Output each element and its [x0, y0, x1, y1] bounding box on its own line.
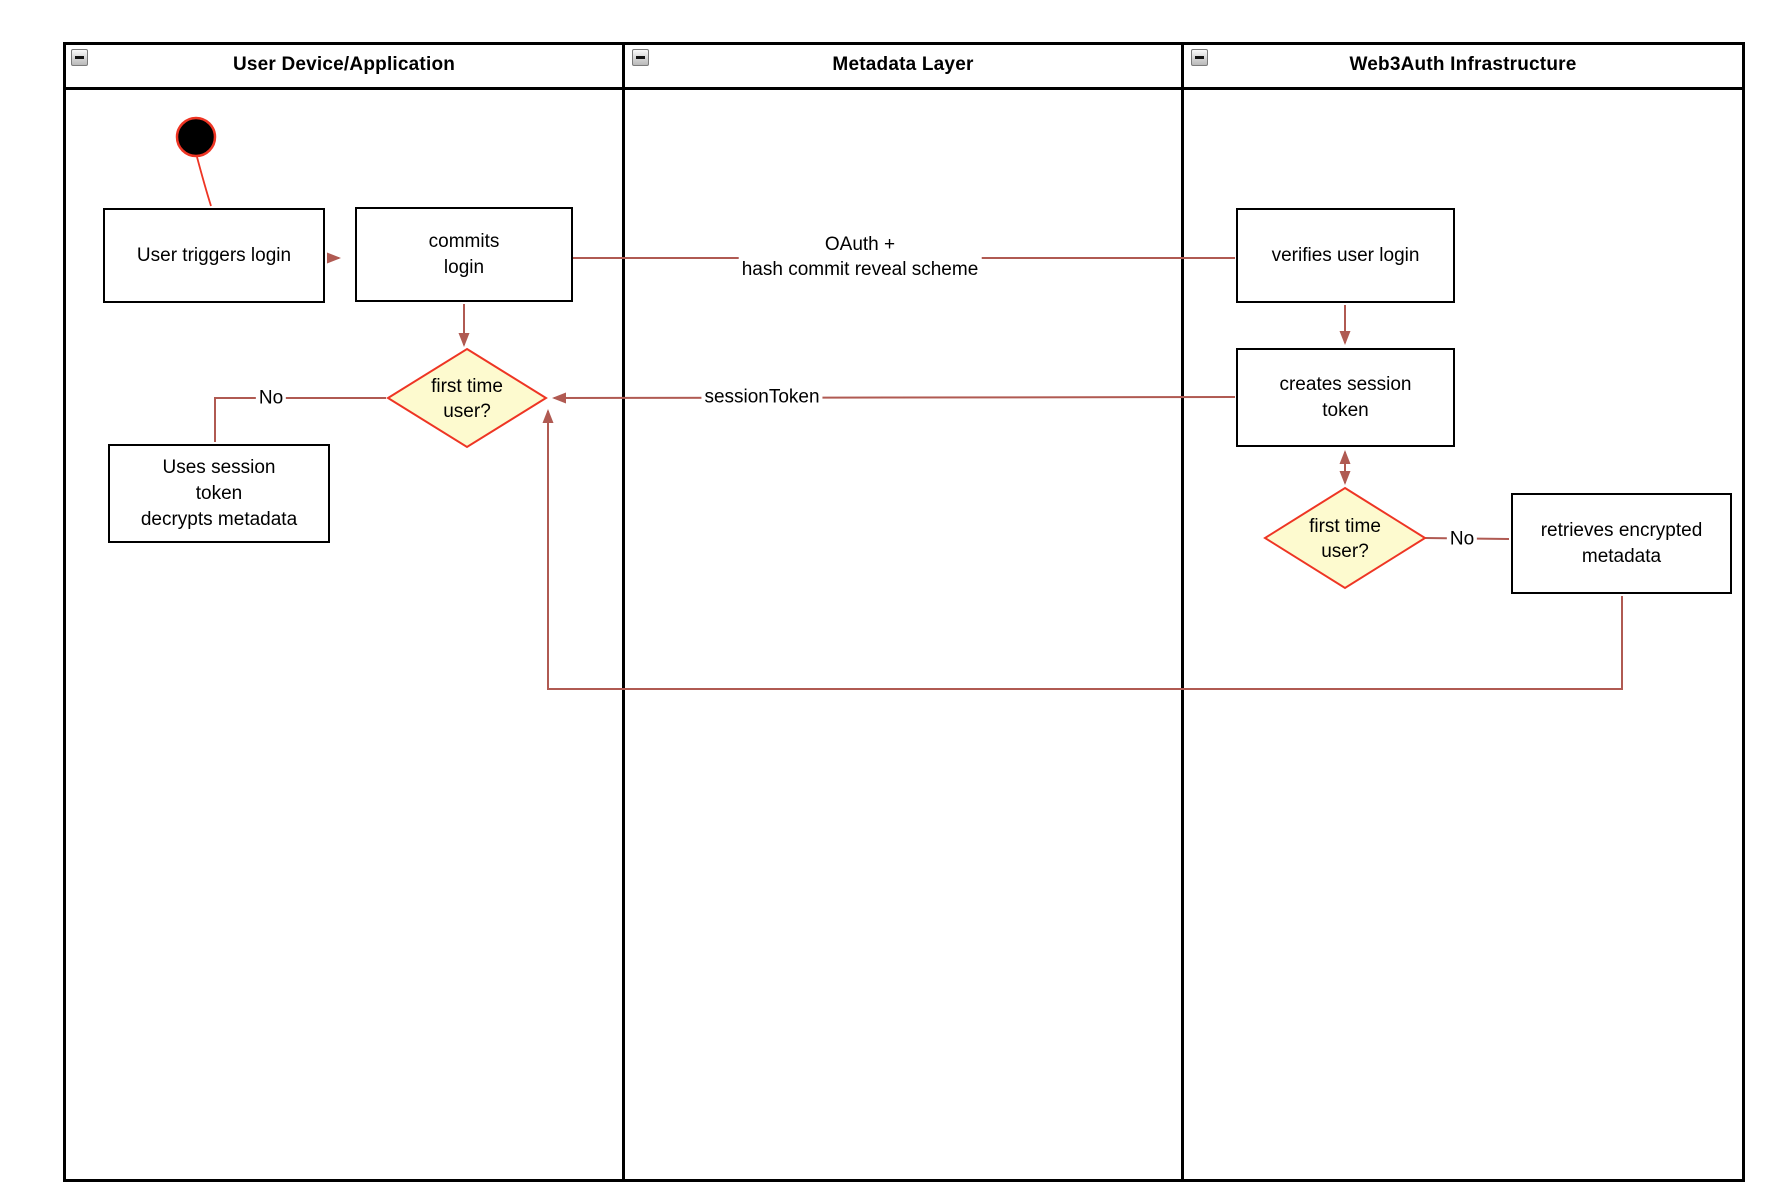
edge-label-no-device: No: [255, 385, 287, 411]
lane-divider-1: [622, 42, 625, 1182]
node-creates-session-token[interactable]: creates session token: [1236, 348, 1455, 447]
edge-label-session-token: sessionToken: [701, 384, 823, 410]
edge-label-oauth: OAuth + hash commit reveal scheme: [738, 232, 982, 282]
edge-session-token[interactable]: [552, 392, 1236, 404]
edge-return-metadata[interactable]: [542, 409, 1623, 690]
collapse-icon[interactable]: [1191, 49, 1208, 66]
lane-header-metadata-layer[interactable]: Metadata Layer: [832, 54, 974, 75]
collapse-icon[interactable]: [632, 49, 649, 66]
node-user-triggers-login[interactable]: User triggers login: [103, 208, 325, 303]
lane-header-web3auth[interactable]: Web3Auth Infrastructure: [1349, 54, 1577, 75]
minus-glyph: [75, 56, 84, 59]
header-divider-line: [63, 87, 1745, 90]
node-commits-login[interactable]: commits login: [355, 207, 573, 302]
minus-glyph: [1195, 56, 1204, 59]
collapse-icon[interactable]: [71, 49, 88, 66]
minus-glyph: [636, 56, 645, 59]
edge-start-to-user-triggers[interactable]: [196, 156, 212, 207]
node-verifies-user-login[interactable]: verifies user login: [1236, 208, 1455, 303]
edge-no-to-uses-session[interactable]: [214, 397, 386, 442]
lane-divider-2: [1181, 42, 1184, 1182]
node-retrieves-encrypted-metadata[interactable]: retrieves encrypted metadata: [1511, 493, 1732, 594]
edge-label-no-infra: No: [1446, 526, 1478, 552]
node-uses-session-token[interactable]: Uses session token decrypts metadata: [108, 444, 330, 543]
lane-header-user-device[interactable]: User Device/Application: [232, 54, 456, 75]
